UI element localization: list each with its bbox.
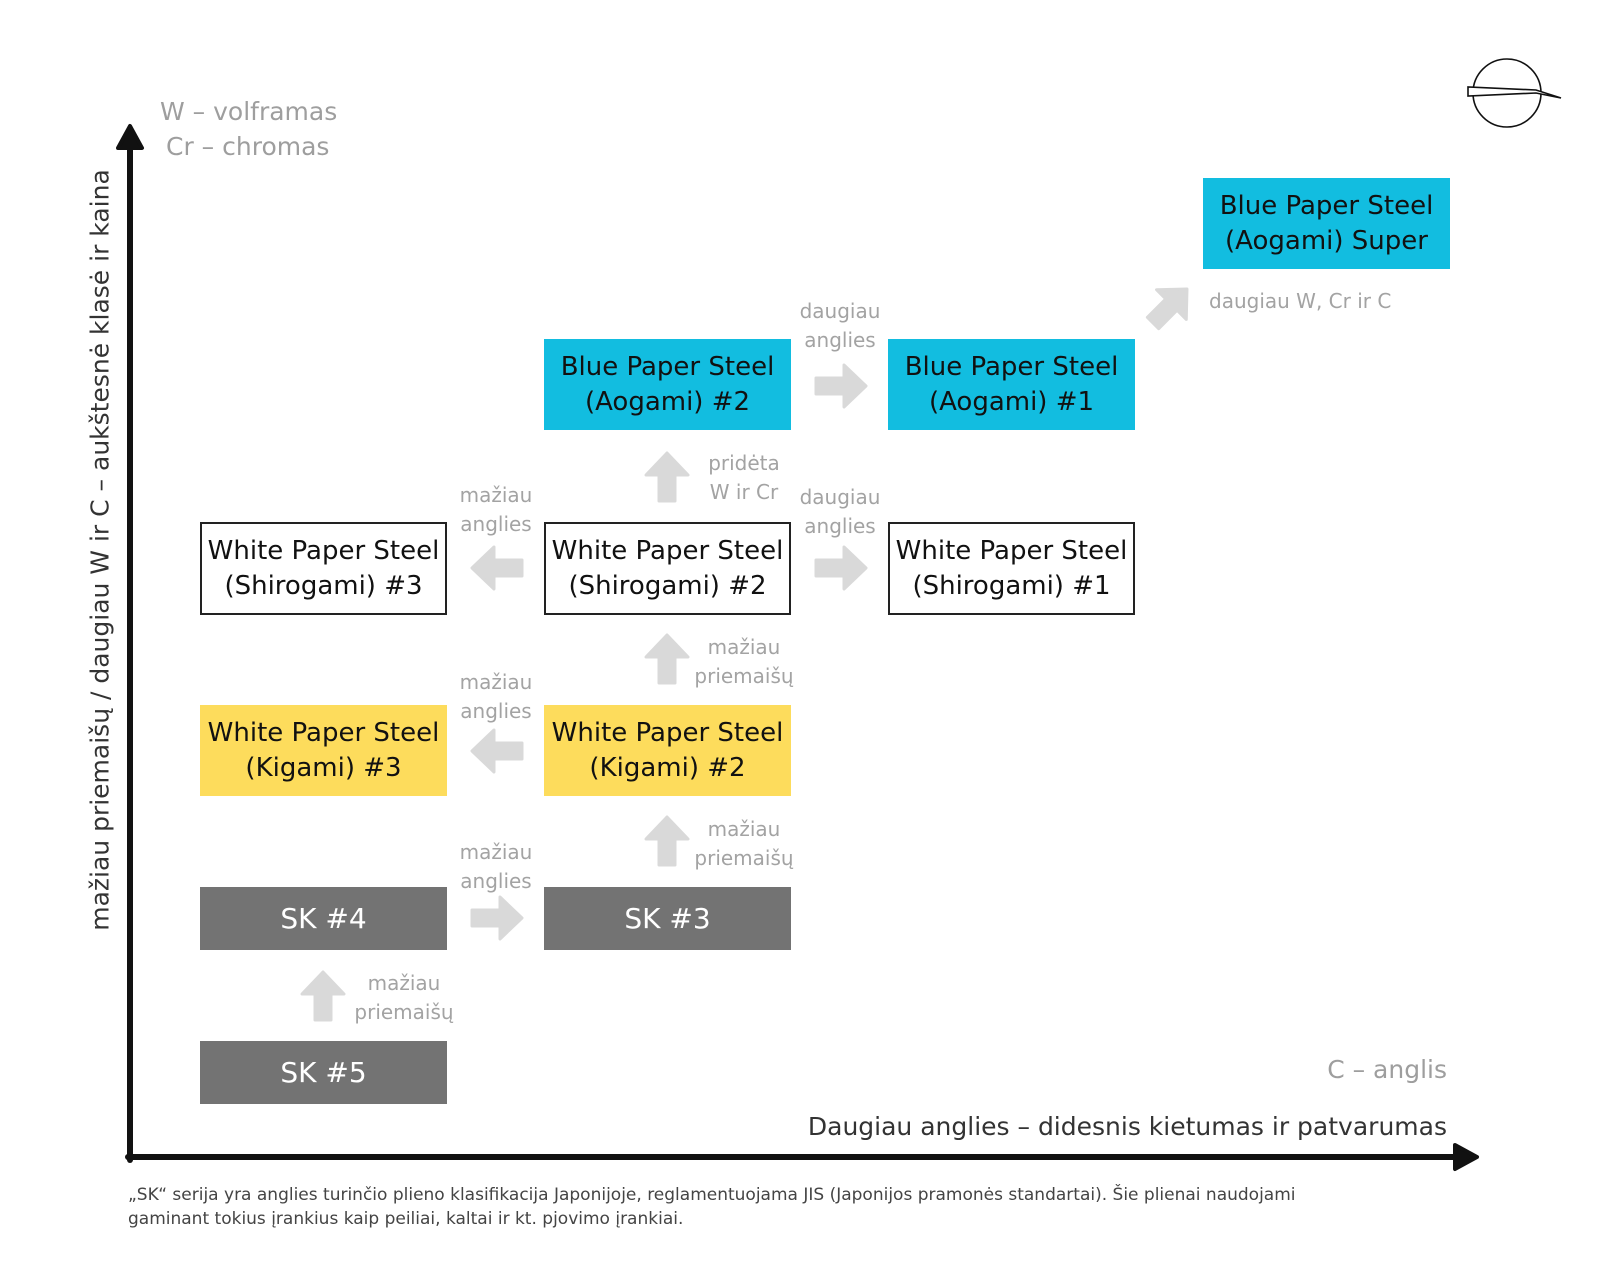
- arrow-up-icon: [644, 451, 690, 503]
- footnote-line-1: „SK“ serija yra anglies turinčio plieno …: [128, 1185, 1296, 1205]
- box-sk5: SK #5: [200, 1041, 447, 1104]
- box-sk3: SK #3: [544, 887, 791, 950]
- y-axis-title: mažiau priemaišų / daugiau W ir C – aukš…: [85, 169, 115, 931]
- arrow-up-icon: [300, 970, 346, 1022]
- box-kigami3: White Paper Steel(Kigami) #3: [200, 705, 447, 796]
- box-shirogami1: White Paper Steel(Shirogami) #1: [888, 522, 1135, 615]
- arrow-left-icon: [470, 728, 524, 774]
- box-aogami1: Blue Paper Steel(Aogami) #1: [888, 339, 1135, 430]
- x-axis-title: Daugiau anglies – didesnis kietumas ir p…: [807, 1112, 1447, 1141]
- y-axis-arrowhead: [116, 124, 144, 150]
- arrow-right-icon: [814, 545, 868, 591]
- arrow-right-icon: [814, 363, 868, 409]
- arrow-diagonal-icon: [1145, 287, 1189, 331]
- arrow-right-icon: [470, 895, 524, 941]
- box-kigami2: White Paper Steel(Kigami) #2: [544, 705, 791, 796]
- legend-tungsten: W – volframas: [160, 97, 338, 126]
- x-axis-arrowhead: [1453, 1143, 1479, 1171]
- box-shirogami2: White Paper Steel(Shirogami) #2: [544, 522, 791, 615]
- footnote-line-2: gaminant tokius įrankius kaip peiliai, k…: [128, 1209, 684, 1229]
- arrow-left-icon: [470, 545, 524, 591]
- arrow-up-icon: [644, 633, 690, 685]
- box-aogami-super: Blue Paper Steel(Aogami) Super: [1203, 178, 1450, 269]
- arrow-up-icon: [644, 815, 690, 867]
- legend-chromium: Cr – chromas: [166, 132, 330, 161]
- box-sk4: SK #4: [200, 887, 447, 950]
- footnote: „SK“ serija yra anglies turinčio plieno …: [128, 1183, 1488, 1231]
- label-aogami1-to-super: daugiau W, Cr ir C: [1209, 289, 1392, 313]
- legend-carbon: C – anglis: [1327, 1055, 1447, 1084]
- box-shirogami3: White Paper Steel(Shirogami) #3: [200, 522, 447, 615]
- box-aogami2: Blue Paper Steel(Aogami) #2: [544, 339, 791, 430]
- logo-icon: [1467, 58, 1562, 128]
